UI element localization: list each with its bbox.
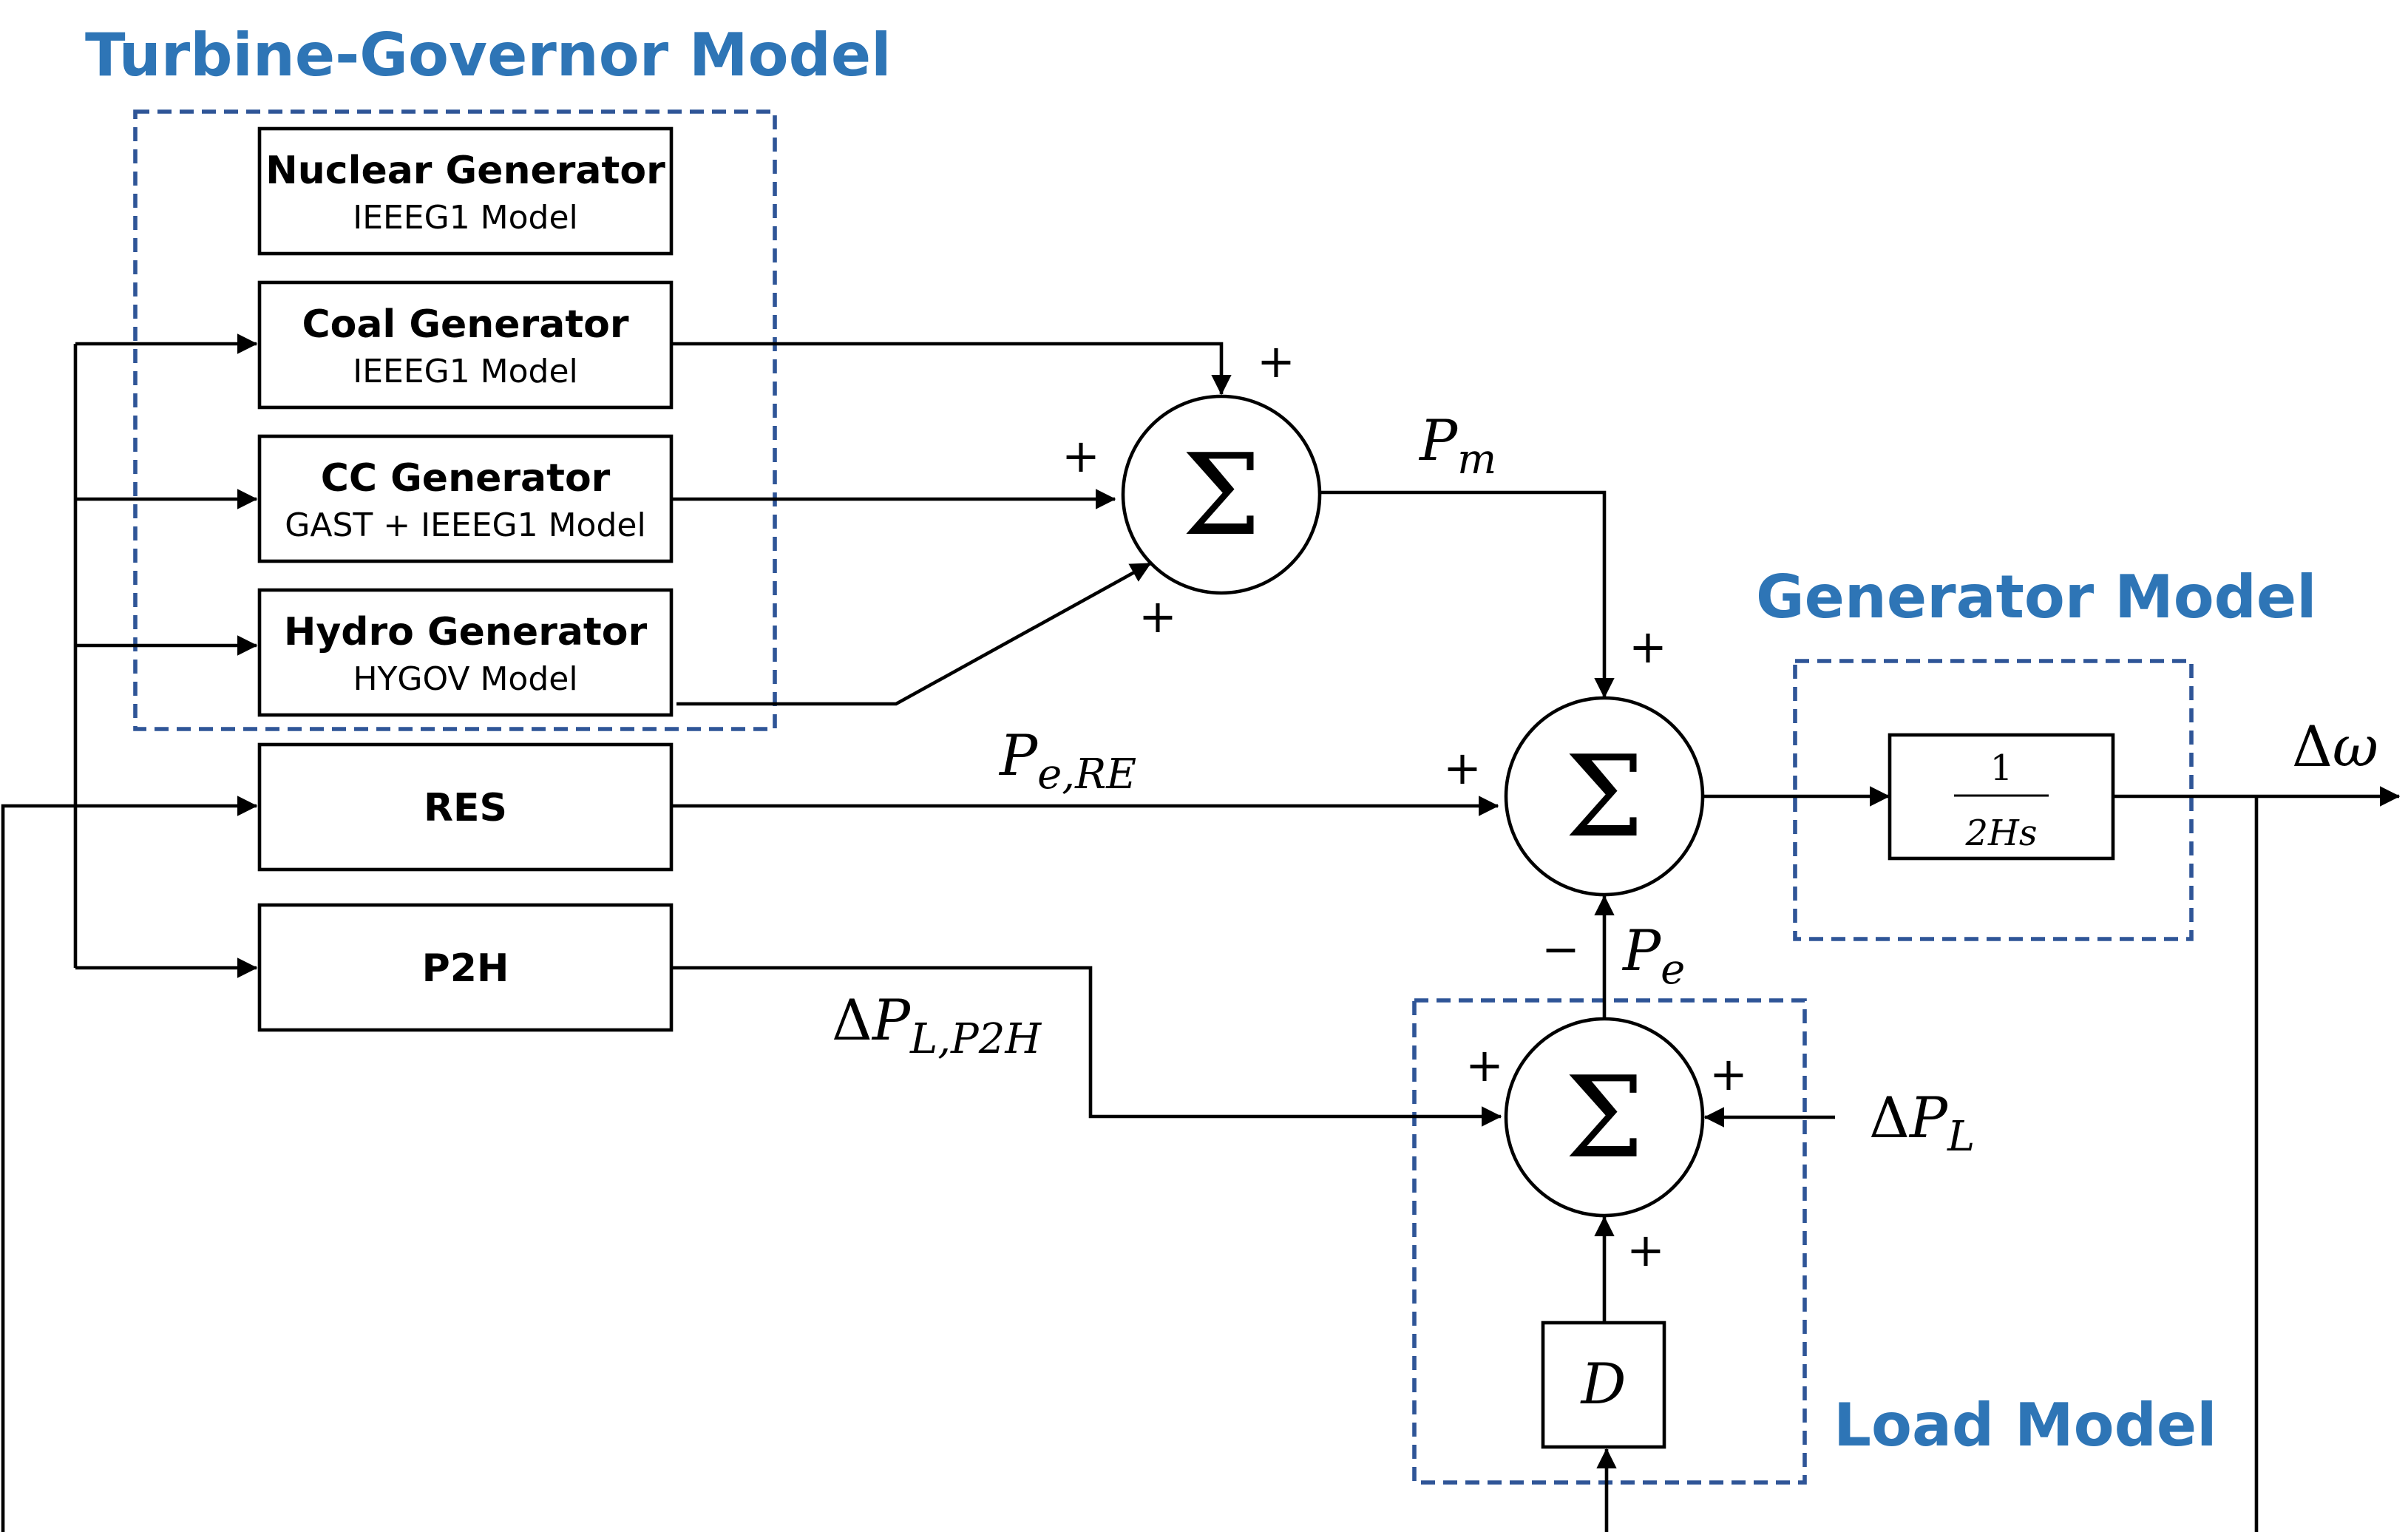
turbine-governor-region-border bbox=[133, 109, 777, 731]
turbine-governor-region-title: Turbine-Governor Model bbox=[85, 21, 892, 89]
cc-generator-block: CC Generator GAST + IEEEG1 Model bbox=[257, 434, 674, 563]
pm-signal-label: Pm bbox=[1418, 407, 1496, 484]
sum1-bottom-sign: + bbox=[1139, 589, 1177, 643]
damping-label: D bbox=[1580, 1351, 1627, 1417]
hydro-generator-model: HYGOV Model bbox=[353, 660, 577, 698]
sum1-top-sign: + bbox=[1257, 334, 1295, 388]
p2h-block-label: P2H bbox=[422, 946, 509, 991]
delta-pl-label: ΔPL bbox=[1869, 1085, 1975, 1161]
pm-wire bbox=[1320, 490, 1615, 699]
delta-omega-label: Δω bbox=[2292, 714, 2378, 779]
res-block: RES bbox=[257, 742, 674, 872]
hydro-generator-title: Hydro Generator bbox=[284, 610, 648, 654]
sum1-left-sign: + bbox=[1062, 429, 1100, 483]
sum3-bottom-sign: + bbox=[1627, 1223, 1665, 1277]
nuclear-generator-title: Nuclear Generator bbox=[265, 149, 665, 193]
coal-generator-model: IEEEG1 Model bbox=[353, 353, 578, 390]
delta-pl-p2h-label: ΔPL,P2H bbox=[832, 987, 1042, 1063]
mechanical-power-summing-junction: Σ bbox=[1121, 394, 1322, 595]
sigma-symbol: Σ bbox=[1564, 1052, 1644, 1183]
inertia-transfer-block: 1 2Hs bbox=[1888, 733, 2115, 861]
load-region-border bbox=[1412, 998, 1807, 1485]
p2h-block: P2H bbox=[257, 903, 674, 1032]
frequency-feedback-wiring bbox=[1, 796, 2259, 1532]
generator-output-wiring bbox=[671, 342, 1502, 1127]
transfer-numerator: 1 bbox=[1990, 748, 2013, 789]
generator-region-title: Generator Model bbox=[1756, 563, 2317, 631]
sum3-right-sign: + bbox=[1709, 1047, 1748, 1101]
swing-summing-junction: Σ bbox=[1504, 696, 1705, 897]
hydro-generator-block: Hydro Generator HYGOV Model bbox=[257, 588, 674, 717]
pe-re-signal-label: Pe,RE bbox=[998, 722, 1136, 799]
load-region-title: Load Model bbox=[1834, 1391, 2217, 1460]
res-block-label: RES bbox=[424, 786, 507, 830]
sum3-left-sign: + bbox=[1465, 1038, 1504, 1092]
pe-signal-label: Pe bbox=[1621, 918, 1685, 994]
generator-region-border bbox=[1793, 659, 2194, 941]
nuclear-generator-block: Nuclear Generator IEEEG1 Model bbox=[257, 126, 674, 256]
nuclear-generator-model: IEEEG1 Model bbox=[353, 199, 578, 237]
sum2-top-sign: + bbox=[1629, 620, 1667, 674]
coal-generator-block: Coal Generator IEEEG1 Model bbox=[257, 280, 674, 410]
load-summing-junction: Σ bbox=[1504, 1017, 1705, 1218]
cc-generator-model: GAST + IEEEG1 Model bbox=[285, 506, 645, 544]
damping-block: D bbox=[1541, 1321, 1666, 1449]
transfer-denominator: 2Hs bbox=[1964, 813, 2037, 854]
input-bus-wiring bbox=[73, 333, 258, 978]
sum2-bottom-sign: − bbox=[1542, 922, 1580, 976]
coal-generator-title: Coal Generator bbox=[302, 302, 628, 347]
sum2-left-sign: + bbox=[1443, 741, 1482, 795]
sigma-symbol: Σ bbox=[1564, 731, 1644, 862]
sigma-symbol: Σ bbox=[1181, 430, 1261, 560]
cc-generator-title: CC Generator bbox=[321, 456, 611, 501]
